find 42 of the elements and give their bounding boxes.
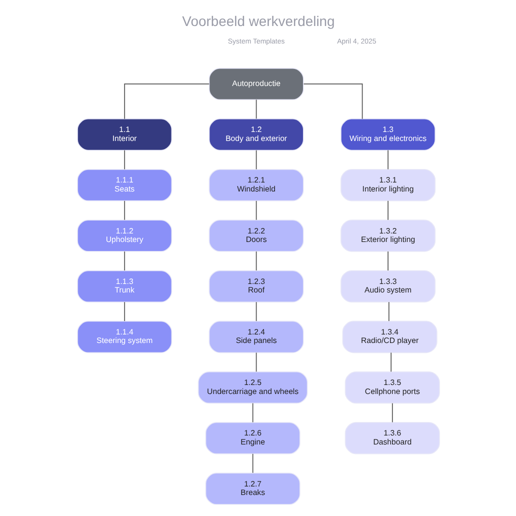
node-box: 1.2.4 Side panels [208, 320, 304, 354]
connector [252, 453, 253, 474]
node-box: 1.1.4 Steering system [76, 320, 172, 354]
connector [255, 99, 256, 120]
connector [302, 84, 362, 120]
node-box: 1.3.4 Radio/CD player [342, 320, 437, 354]
connector [124, 302, 125, 322]
node-box: 1.2.6 Engine [204, 422, 300, 454]
connector [255, 302, 256, 322]
node-box: Autoproductie [208, 68, 304, 100]
connector [124, 150, 125, 170]
node-box: 1.3.2 Exterior lighting [340, 220, 436, 252]
connector [124, 84, 210, 120]
connector [255, 251, 256, 271]
node-box: 1.1.1 Seats [76, 169, 172, 202]
connector [252, 402, 253, 423]
node-box: 1.1.3 Trunk [76, 270, 172, 302]
connector [390, 352, 392, 372]
connector [255, 200, 256, 220]
connector [387, 251, 388, 271]
node-box: 1.3.5 Cellphone ports [344, 371, 440, 404]
node-box: 1.3 Wiring and electronics [340, 118, 436, 151]
node-box: 1.2.2 Doors [208, 220, 304, 252]
node-box: 1.1.2 Upholstery [76, 220, 172, 252]
connector [124, 251, 125, 271]
connector [387, 200, 388, 220]
connector [388, 302, 389, 322]
node-box: 1.2 Body and exterior [208, 118, 304, 151]
node-box: 1.3.3 Audio system [340, 270, 436, 302]
connector [391, 402, 392, 423]
connector [124, 200, 125, 220]
node-box: 1.3.1 Interior lighting [340, 169, 436, 202]
node-box: 1.2.1 Windshield [208, 169, 304, 202]
node-box: 1.2.5 Undercarriage and wheels [197, 371, 308, 404]
node-box: 1.3.6 Dashboard [344, 422, 440, 454]
connector [255, 352, 256, 372]
connector [387, 150, 388, 170]
node-box: 1.2.3 Roof [208, 270, 304, 302]
diagram-title: Voorbeeld werkverdeling [182, 13, 334, 30]
node-box: 1.1 Interior [76, 118, 172, 151]
node-box: 1.2.7 Breaks [204, 472, 300, 505]
connector [255, 150, 256, 170]
